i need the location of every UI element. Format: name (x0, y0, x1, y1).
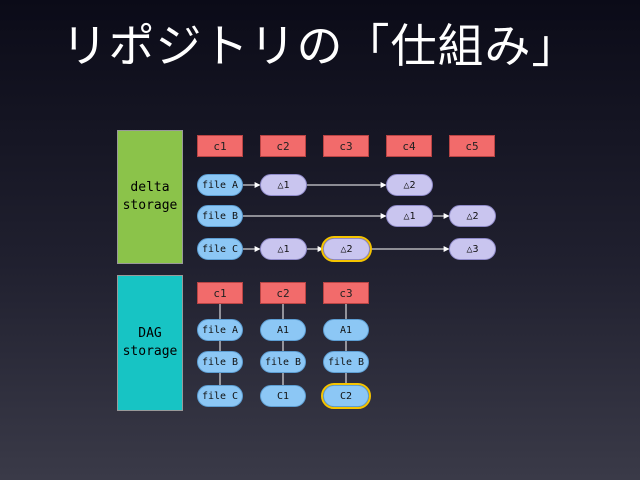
delta-commit-c1: c1 (197, 135, 243, 157)
delta-commit-c2: c2 (260, 135, 306, 157)
dag-c2-file-b: file B (260, 351, 306, 373)
delta-commit-c4: c4 (386, 135, 432, 157)
dag-c3-file-b: file B (323, 351, 369, 373)
delta-c-3: △3 (449, 238, 496, 260)
delta-storage-label: delta storage (117, 130, 183, 264)
delta-file-b: file B (197, 205, 243, 227)
dag-c3-a1: A1 (323, 319, 369, 341)
dag-storage-label: DAG storage (117, 275, 183, 411)
delta-c-2-highlighted: △2 (321, 236, 372, 262)
dag-commit-c3: c3 (323, 282, 369, 304)
dag-commit-c1: c1 (197, 282, 243, 304)
dag-c2-c1: C1 (260, 385, 306, 407)
delta-b-1: △1 (386, 205, 433, 227)
storage-diagram: delta storage DAG storage c1 c2 c3 c4 c5… (100, 120, 620, 420)
dag-c1-file-a: file A (197, 319, 243, 341)
dag-c1-file-b: file B (197, 351, 243, 373)
delta-a-2: △2 (386, 174, 433, 196)
delta-b-2: △2 (449, 205, 496, 227)
delta-file-c: file C (197, 238, 243, 260)
dag-c1-file-c: file C (197, 385, 243, 407)
delta-c-1: △1 (260, 238, 307, 260)
delta-commit-c3: c3 (323, 135, 369, 157)
delta-commit-c5: c5 (449, 135, 495, 157)
delta-a-1: △1 (260, 174, 307, 196)
diagram-links (219, 182, 450, 396)
dag-c3-c2-highlighted: C2 (321, 383, 371, 409)
page-title: リポジトリの「仕組み」 (61, 19, 579, 73)
delta-file-a: file A (197, 174, 243, 196)
dag-commit-c2: c2 (260, 282, 306, 304)
dag-c2-a1: A1 (260, 319, 306, 341)
